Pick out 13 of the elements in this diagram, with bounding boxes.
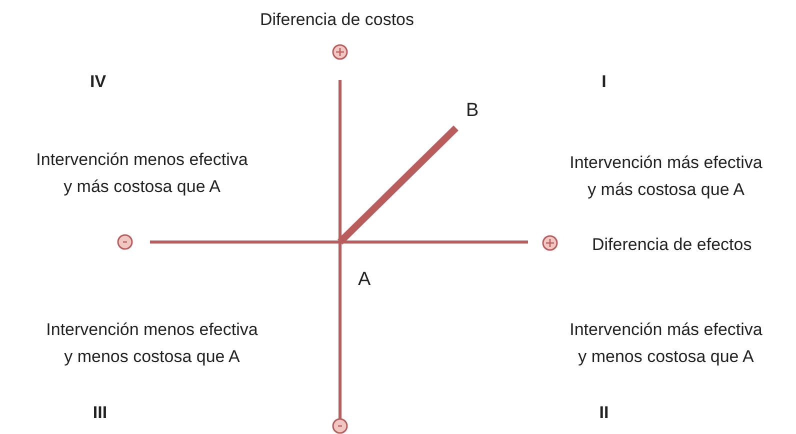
connector-line bbox=[338, 126, 458, 244]
quadrant-number: II bbox=[598, 402, 610, 424]
axis-label: Diferencia de efectos bbox=[592, 234, 753, 256]
quadrant-label: Intervención menos efectiva y más costosa que A bbox=[35, 149, 249, 198]
quadrant-label: Intervención más efectiva y más costosa que A bbox=[568, 152, 764, 201]
quadrant-number: IV bbox=[88, 71, 108, 93]
point-label: A bbox=[340, 242, 374, 292]
quadrant-label: Intervención menos efectiva y menos costosa que A bbox=[45, 319, 259, 368]
quadrant-number: III bbox=[92, 402, 108, 424]
axis-label: Diferencia de costos bbox=[258, 9, 416, 31]
quadrant-label: Intervención más efectiva y menos costosa que A bbox=[568, 319, 764, 368]
quadrant-number: I bbox=[600, 71, 608, 93]
point-label: B bbox=[456, 98, 486, 128]
